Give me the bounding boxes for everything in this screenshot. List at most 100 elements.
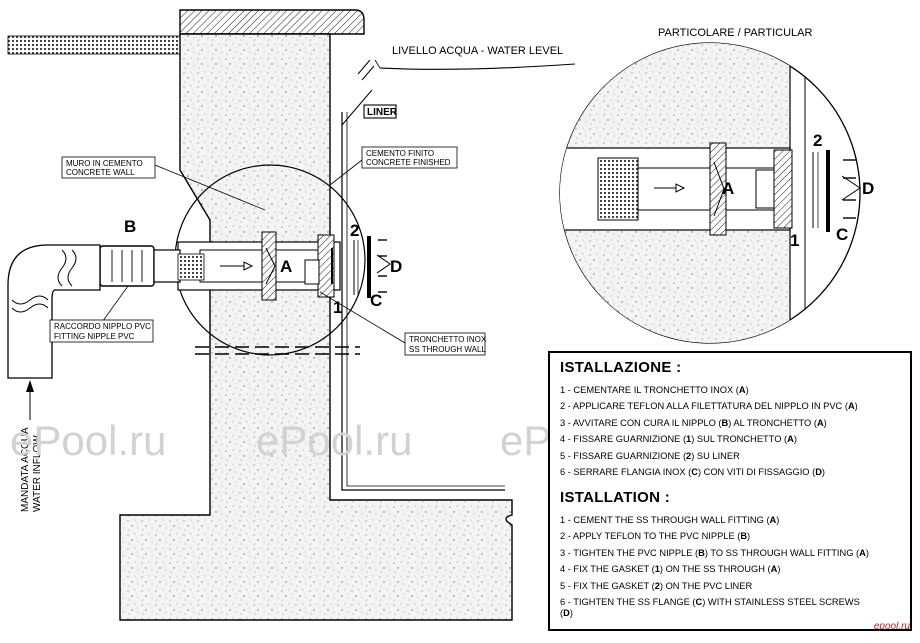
number-1: 1	[333, 298, 342, 317]
step-mid: )	[776, 515, 780, 525]
step-post: )	[777, 564, 781, 575]
svg-text:FITTING NIPPLE PVC: FITTING NIPPLE PVC	[54, 332, 135, 341]
step-pre: 3 - AVVITARE CON CURA IL NIPPLO (	[560, 417, 722, 428]
step-pre: 5 - FIX THE GASKET (	[560, 580, 655, 591]
ss-through-flange	[261, 231, 277, 301]
pvc-nipple	[99, 245, 155, 287]
ground-strip	[7, 35, 181, 55]
step-b1: 1	[654, 564, 660, 575]
concrete-wall	[119, 33, 513, 621]
step-pre: 5 - FISSARE GUARNIZIONE (	[560, 450, 687, 461]
step-post: )	[823, 417, 827, 428]
label-ss-through-wall: TRONCHETTO INOX SS THROUGH WALL	[404, 332, 487, 356]
instructions-en-title: ISTALLATION :	[560, 489, 670, 506]
detail-letter-d: D	[862, 179, 874, 198]
step-b1: 2	[654, 580, 660, 591]
step-pre: 1 - CEMENTARE IL TRONCHETTO INOX (	[560, 385, 739, 395]
step-b2: D	[815, 467, 822, 478]
step-mid: )	[747, 531, 751, 542]
instruction-step: 3 - TIGHTEN THE PVC NIPPLE (B) TO SS THR…	[560, 545, 869, 561]
svg-text:CONCRETE WALL: CONCRETE WALL	[66, 168, 135, 177]
step-mid: ) ON THE PVC LINER	[659, 580, 753, 591]
step-pre: 4 - FISSARE GUARNIZIONE (	[560, 434, 687, 445]
instruction-step: 5 - FIX THE GASKET (2) ON THE PVC LINER	[560, 578, 869, 594]
watermark-1: ePool.ru	[10, 417, 166, 464]
step-b1: 1	[686, 434, 692, 445]
instruction-step: 4 - FIX THE GASKET (1) ON THE SS THROUGH…	[560, 561, 869, 577]
letter-a: A	[280, 257, 292, 276]
step-b1: B	[698, 547, 705, 558]
step-post: )	[793, 434, 797, 445]
instructions-panel: ISTALLAZIONE : 1 - CEMENTARE IL TRONCHET…	[548, 351, 912, 631]
step-mid: )	[745, 385, 749, 395]
instruction-step: 2 - APPLY TEFLON TO THE PVC NIPPLE (B)	[560, 528, 869, 544]
step-b1: A	[847, 401, 855, 412]
watermark-2: ePool.ru	[256, 417, 412, 464]
step-b1: B	[721, 417, 729, 428]
particular-title: PARTICOLARE / PARTICULAR	[658, 27, 813, 39]
instructions-it-title: ISTALLAZIONE :	[560, 359, 682, 376]
instruction-step: 6 - SERRARE FLANGIA INOX (C) CON VITI DI…	[560, 464, 858, 480]
inflow-label-it: MANDATA ACQUA	[20, 427, 31, 512]
instruction-step: 1 - CEMENT THE SS THROUGH WALL FITTING (…	[560, 512, 869, 528]
inflow-elbow	[7, 244, 101, 379]
step-pre: 4 - FIX THE GASKET (	[560, 564, 655, 575]
detail-number-2: 2	[813, 131, 822, 150]
step-post: )	[821, 467, 826, 478]
detail-number-1: 1	[790, 231, 799, 250]
water-level-line	[379, 63, 576, 70]
svg-text:TRONCHETTO INOX: TRONCHETTO INOX	[409, 335, 487, 344]
step-b1: A	[769, 515, 777, 525]
step-mid: ) CON VITI DI FISSAGGIO (	[697, 467, 816, 478]
step-post: )	[569, 608, 573, 619]
detail-letter-c: C	[836, 225, 848, 244]
instruction-step: 6 - TIGHTEN THE SS FLANGE (C) WITH STAIN…	[560, 594, 860, 619]
label-concrete-wall: MURO IN CEMENTO CONCRETE WALL	[61, 156, 156, 179]
step-pre: 6 - TIGHTEN THE SS FLANGE (	[560, 597, 696, 608]
step-mid: ) SU LINER	[691, 450, 740, 461]
svg-text:RACCORDO NIPPLO PVC: RACCORDO NIPPLO PVC	[54, 322, 151, 331]
svg-text:CONCRETE FINISHED: CONCRETE FINISHED	[366, 158, 451, 167]
svg-text:CEMENTO FINITO: CEMENTO FINITO	[366, 149, 434, 158]
step-b1: C	[691, 467, 698, 478]
step-b2: A	[787, 434, 794, 445]
step-mid: ) TO SS THROUGH WALL FITTING (	[704, 547, 860, 558]
step-post: )	[865, 547, 869, 558]
svg-text:LINER: LINER	[367, 107, 398, 118]
svg-text:MURO IN CEMENTO: MURO IN CEMENTO	[66, 159, 143, 168]
instruction-step: 3 - AVVITARE CON CURA IL NIPPLO (B) AL T…	[560, 415, 858, 431]
step-b2: A	[770, 564, 778, 575]
detail-letter-a: A	[722, 179, 734, 198]
epool-logo: epool.ru	[873, 621, 910, 632]
label-concrete-finished: CEMENTO FINITO CONCRETE FINISHED	[361, 146, 458, 169]
instruction-step: 4 - FISSARE GUARNIZIONE (1) SUL TRONCHET…	[560, 431, 858, 447]
instructions-it: ISTALLAZIONE : 1 - CEMENTARE IL TRONCHET…	[560, 359, 858, 480]
svg-text:SS THROUGH WALL: SS THROUGH WALL	[409, 345, 486, 354]
step-pre: 1 - CEMENT THE SS THROUGH WALL FITTING (	[560, 515, 770, 525]
letter-d: D	[390, 257, 402, 276]
step-mid: ) SUL TRONCHETTO (	[691, 434, 788, 445]
step-b1: C	[695, 597, 703, 608]
detail-view: A D C 1 2	[559, 42, 874, 344]
instruction-step: 5 - FISSARE GUARNIZIONE (2) SU LINER	[560, 448, 858, 464]
flange-c	[367, 236, 371, 298]
step-b2: A	[859, 547, 866, 558]
step-b2: A	[816, 417, 824, 428]
step-b1: B	[740, 531, 748, 542]
step-b2: D	[563, 608, 570, 619]
step-b1: A	[738, 385, 746, 395]
step-mid: ) AL TRONCHETTO (	[728, 417, 817, 428]
step-mid: )	[854, 401, 858, 412]
step-mid: ) WITH STAINLESS STEEL SCREWS (	[560, 597, 860, 619]
step-pre: 2 - APPLY TEFLON TO THE PVC NIPPLE (	[560, 531, 741, 542]
water-level-label: LIVELLO ACQUA - WATER LEVEL	[392, 45, 563, 57]
step-pre: 3 - TIGHTEN THE PVC NIPPLE (	[560, 547, 699, 558]
instruction-step: 1 - CEMENTARE IL TRONCHETTO INOX (A)	[560, 382, 858, 398]
liner-line	[341, 112, 505, 491]
label-fitting-nipple: RACCORDO NIPPLO PVC FITTING NIPPLE PVC	[49, 319, 154, 343]
letter-c: C	[370, 291, 382, 310]
instructions-en: ISTALLATION : 1 - CEMENT THE SS THROUGH …	[560, 489, 869, 619]
step-pre: 6 - SERRARE FLANGIA INOX (	[560, 467, 692, 478]
